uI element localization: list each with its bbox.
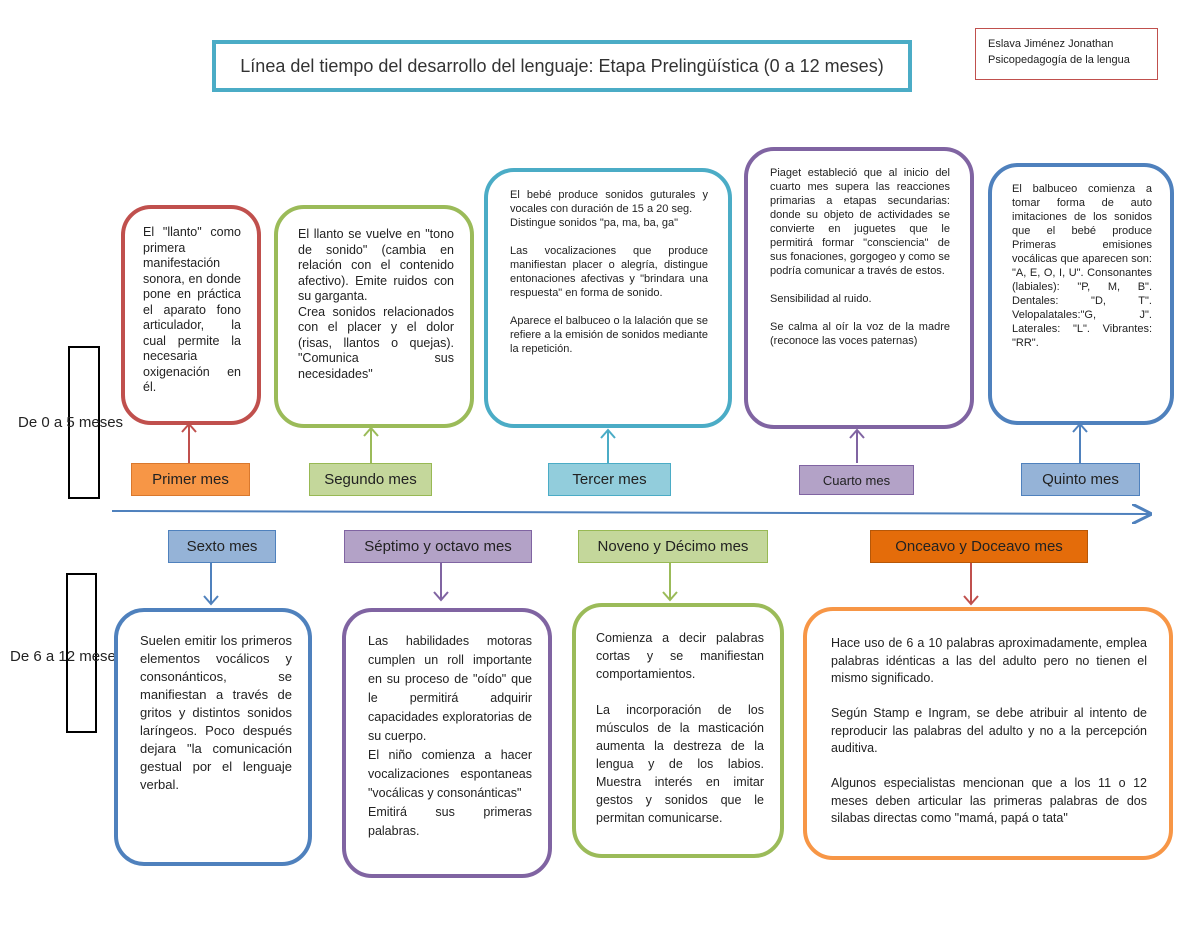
period-label-0-5: De 0 a 5 meses [18,414,124,431]
arrow-segundo-mes [363,426,379,463]
arrow-cuarto-mes [849,428,865,463]
label-segundo-mes: Segundo mes [309,463,432,496]
arrow-septimo-octavo-mes [433,563,449,602]
card-onceavo-doceavo-mes: Hace uso de 6 a 10 palabras aproximadame… [803,607,1173,860]
label-cuarto-mes: Cuarto mes [799,465,914,495]
arrow-sexto-mes [203,563,219,606]
author-name: Eslava Jiménez Jonathan [988,38,1114,50]
card-quinto-mes: El balbuceo comienza a tomar forma de au… [988,163,1174,425]
period-rect-6-12 [66,573,97,733]
card-segundo-mes: El llanto se vuelve en "tono de sonido" … [274,205,474,428]
card-primer-mes: El "llanto" como primera manifestación s… [121,205,261,425]
arrow-onceavo-doceavo-mes [963,563,979,606]
label-sexto-mes: Sexto mes [168,530,276,563]
period-label-6-12: De 6 a 12 meses [10,648,124,665]
label-noveno-decimo-mes: Noveno y Décimo mes [578,530,768,563]
label-septimo-octavo-mes: Séptimo y octavo mes [344,530,532,563]
label-quinto-mes: Quinto mes [1021,463,1140,496]
diagram-title: Línea del tiempo del desarrollo del leng… [212,40,912,92]
author-course: Psicopedagogía de la lengua [988,54,1130,66]
author-box: Eslava Jiménez Jonathan Psicopedagogía d… [975,28,1158,80]
card-tercer-mes: El bebé produce sonidos guturales y voca… [484,168,732,428]
card-sexto-mes: Suelen emitir los primeros elementos voc… [114,608,312,866]
arrow-quinto-mes [1072,422,1088,463]
arrow-noveno-decimo-mes [662,563,678,602]
label-tercer-mes: Tercer mes [548,463,671,496]
card-noveno-decimo-mes: Comienza a decir palabras cortas y se ma… [572,603,784,858]
label-primer-mes: Primer mes [131,463,250,496]
label-onceavo-doceavo-mes: Onceavo y Doceavo mes [870,530,1088,563]
card-septimo-octavo-mes: Las habilidades motoras cumplen un roll … [342,608,552,878]
timeline-axis [111,511,1150,514]
period-rect-0-5 [68,346,100,499]
card-cuarto-mes: Piaget estableció que al inicio del cuar… [744,147,974,429]
arrow-tercer-mes [600,428,616,463]
arrow-primer-mes [181,422,197,463]
